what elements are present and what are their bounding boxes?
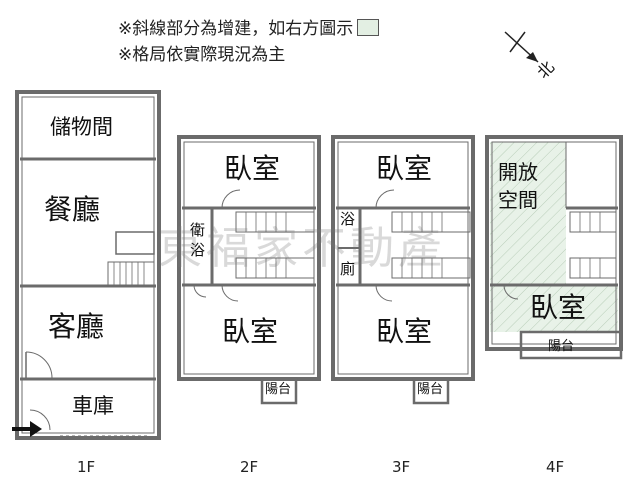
entrance-arrow-icon bbox=[12, 421, 42, 437]
note-layout: ※格局依實際現況為主 bbox=[118, 45, 286, 65]
floor-label-2f: 2F bbox=[240, 458, 259, 476]
floor-4f-plan bbox=[485, 135, 623, 360]
addition-legend-swatch bbox=[357, 19, 380, 36]
room-label-2f-bedroom-top: 臥室 bbox=[224, 152, 281, 185]
compass-icon bbox=[504, 31, 539, 63]
floor-label-3f: 3F bbox=[392, 458, 411, 476]
room-label-3f-bedroom-top: 臥室 bbox=[376, 152, 433, 185]
balcony-label-2f: 陽台 bbox=[265, 382, 292, 397]
note-addition: ※斜線部分為增建，如右方圖示 bbox=[118, 14, 380, 39]
balcony-label-3f: 陽台 bbox=[417, 382, 444, 397]
floor-3f-plan bbox=[331, 135, 475, 405]
floor-1f-plan bbox=[15, 90, 161, 440]
room-label-2f-bath: 衛浴 bbox=[190, 221, 206, 259]
floor-label-4f: 4F bbox=[546, 458, 565, 476]
room-label-2f-bedroom-bottom: 臥室 bbox=[222, 315, 279, 348]
room-label-living: 客廳 bbox=[48, 310, 105, 343]
room-label-4f-bedroom: 臥室 bbox=[530, 291, 587, 324]
balcony-label-4f: 陽台 bbox=[548, 339, 575, 354]
room-label-3f-bedroom-bottom: 臥室 bbox=[376, 315, 433, 348]
room-label-storage: 儲物間 bbox=[50, 115, 113, 139]
floor-2f-plan bbox=[177, 135, 321, 405]
room-label-3f-bath: 浴 bbox=[340, 210, 356, 228]
room-label-3f-toilet: 廁 bbox=[340, 260, 356, 278]
room-label-dining: 餐廳 bbox=[44, 193, 101, 226]
room-label-4f-open-space: 開放空間 bbox=[498, 160, 538, 212]
room-label-garage: 車庫 bbox=[72, 394, 114, 418]
floor-label-1f: 1F bbox=[77, 458, 96, 476]
watermark: 東福家不動產 bbox=[158, 223, 446, 274]
note-addition-text: ※斜線部分為增建，如右方圖示 bbox=[118, 19, 354, 39]
